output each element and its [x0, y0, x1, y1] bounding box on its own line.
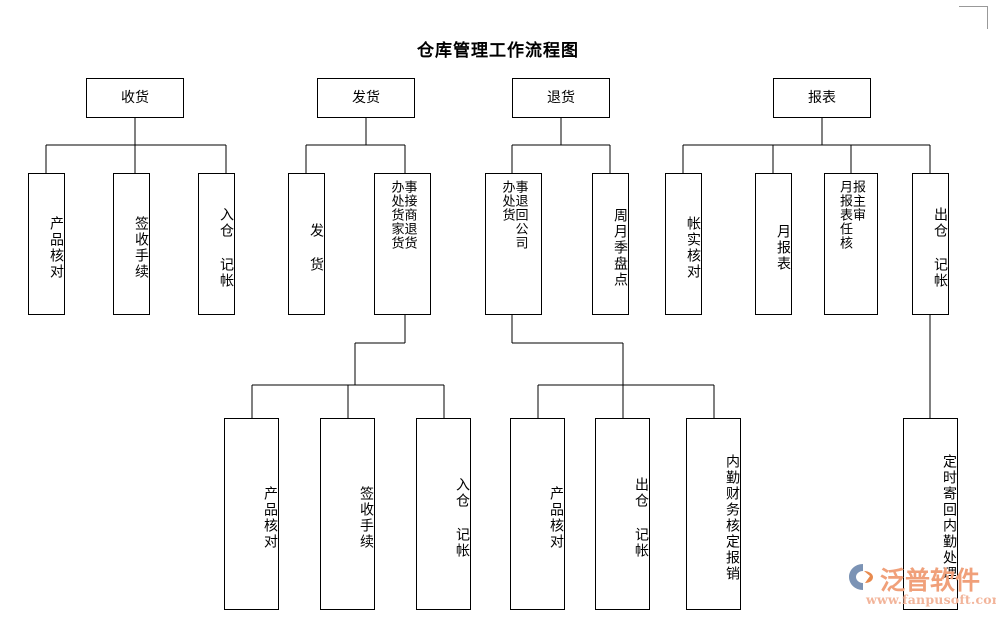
node-label-col-left: 月报表任核	[837, 180, 852, 250]
node-baobiao[interactable]: 报表	[773, 78, 871, 118]
node-label: 产品核对	[48, 216, 64, 280]
node-label: 入仓 记帐	[454, 477, 470, 559]
node-dingshijihuineiqinchuli[interactable]: 定时寄回内勤处理	[903, 418, 958, 610]
page-corner-mark	[959, 6, 988, 29]
node-columns: 事接商退货 办处货家货	[375, 174, 430, 314]
node-label-col-right: 报主审	[850, 180, 865, 222]
node-label: 出仓 记帐	[932, 207, 948, 289]
node-chanpinhedui-1[interactable]: 产品核对	[28, 173, 65, 315]
node-qianshoushouxu-1[interactable]: 签收手续	[113, 173, 150, 315]
node-columns: 报主审 月报表任核	[825, 174, 877, 314]
node-rucangjizhang-1[interactable]: 入仓 记帐	[198, 173, 235, 315]
node-label: 产品核对	[262, 486, 278, 550]
node-chucangjizhang-1[interactable]: 出仓 记帐	[912, 173, 949, 315]
node-label: 内勤财务核定报销	[724, 454, 740, 582]
node-tuihuo[interactable]: 退货	[512, 78, 610, 118]
node-label: 签收手续	[133, 216, 149, 280]
node-label: 发货	[352, 89, 380, 106]
node-label: 帐实核对	[685, 216, 701, 280]
node-zhouyuejipandian[interactable]: 周月季盘点	[592, 173, 629, 315]
node-label: 周月季盘点	[612, 208, 628, 288]
node-columns: 事退回公司 办处货	[486, 174, 541, 314]
node-neiqincaiwuhedingbaoxiao[interactable]: 内勤财务核定报销	[686, 418, 741, 610]
node-label: 报表	[808, 89, 836, 106]
node-baobiaozhurenshenhe[interactable]: 报主审 月报表任核	[824, 173, 878, 315]
node-qianshoushouxu-2[interactable]: 签收手续	[320, 418, 375, 610]
node-jieshangjiatuihuo[interactable]: 事接商退货 办处货家货	[374, 173, 431, 315]
node-label: 签收手续	[358, 486, 374, 550]
node-label-col-left: 办处货家货	[388, 180, 404, 250]
node-label-col-left: 办处货	[499, 180, 515, 222]
node-fahuo[interactable]: 发货	[317, 78, 415, 118]
node-zhangshihedui[interactable]: 帐实核对	[665, 173, 702, 315]
node-chanpinhedui-2[interactable]: 产品核对	[224, 418, 279, 610]
node-shouhuo[interactable]: 收货	[86, 78, 184, 118]
node-chanpinhedui-3[interactable]: 产品核对	[510, 418, 565, 610]
node-yuebaobiao[interactable]: 月报表	[755, 173, 792, 315]
node-label: 退货	[547, 89, 575, 106]
node-label: 收货	[121, 89, 149, 106]
node-fahuo-child[interactable]: 发 货	[288, 173, 325, 315]
node-label: 发 货	[308, 223, 324, 273]
node-tuihuigongsi[interactable]: 事退回公司 办处货	[485, 173, 542, 315]
node-label: 定时寄回内勤处理	[941, 454, 957, 582]
node-label-col-right: 事接商退货	[401, 180, 417, 250]
node-chucangjizhang-2[interactable]: 出仓 记帐	[595, 418, 650, 610]
node-label: 月报表	[775, 224, 791, 272]
page-title: 仓库管理工作流程图	[417, 41, 579, 61]
node-label: 入仓 记帐	[218, 207, 234, 289]
node-label: 产品核对	[548, 486, 564, 550]
node-label-col-right: 事退回公司	[512, 180, 528, 250]
node-label: 出仓 记帐	[633, 477, 649, 559]
node-rucangjizhang-2[interactable]: 入仓 记帐	[416, 418, 471, 610]
